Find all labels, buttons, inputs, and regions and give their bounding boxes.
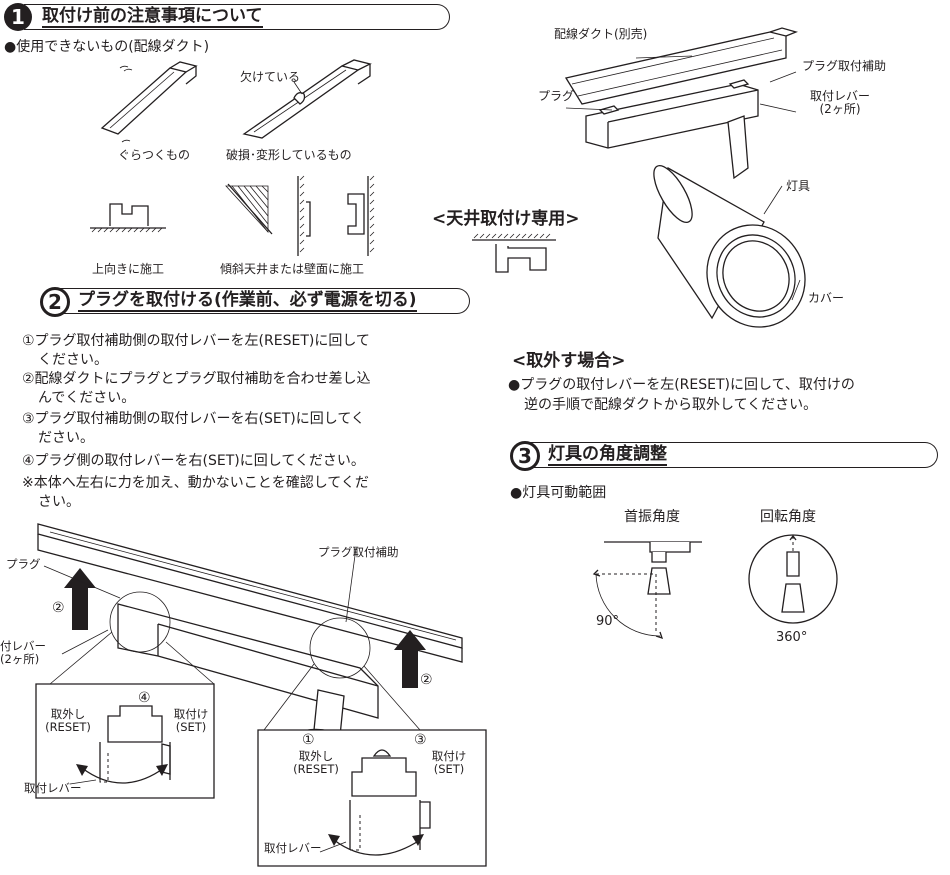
section2-header-frame xyxy=(60,288,470,314)
left-detail-remove: 取外し (RESET) xyxy=(38,708,98,734)
section1-number: 1 xyxy=(4,3,32,31)
duct-label: 配線ダクト(別売) xyxy=(554,27,648,41)
left-detail-reset-text: (RESET) xyxy=(45,720,91,734)
left-detail-lever: 取付レバー xyxy=(24,781,82,795)
plug-label-top: プラグ xyxy=(538,89,575,103)
slanted-install-figure xyxy=(222,172,382,258)
left-detail-step4: ④ xyxy=(138,690,151,706)
section1-header: 1 取付け前の注意事項について xyxy=(4,2,450,32)
step2-marker-right: ② xyxy=(420,672,433,688)
plug-aid-label-fig2: プラグ取付補助 xyxy=(318,545,399,559)
damaged-caption: 破損･変形しているもの xyxy=(226,148,352,162)
right-detail-remove-text: 取外し xyxy=(298,749,334,763)
notch-label: 欠けている xyxy=(240,70,301,84)
fixture-label: 灯具 xyxy=(786,179,811,193)
step-3-line1: ③プラグ取付補助側の取付レバーを右(SET)に回してく xyxy=(22,411,365,427)
section3-header-frame xyxy=(530,442,938,468)
left-detail-remove-text: 取外し xyxy=(50,707,86,721)
tilt-angle-label: 首振角度 xyxy=(624,509,680,525)
ceiling-install-figure xyxy=(470,232,560,278)
plug-label-fig2: プラグ xyxy=(6,557,41,571)
tilt-angle-value: 90° xyxy=(596,614,620,629)
right-detail-remove: 取外し (RESET) xyxy=(286,750,346,776)
damaged-duct-figure xyxy=(242,58,392,140)
section2-title: プラグを取付ける(作業前、必ず電源を切る) xyxy=(78,290,417,312)
section2-number: 2 xyxy=(40,287,70,317)
removal-line2: 逆の手順で配線ダクトから取外してください。 xyxy=(524,397,818,413)
left-detail-attach: 取付け (SET) xyxy=(166,708,216,734)
rotate-angle-value: 360° xyxy=(776,630,808,645)
lever-side-text: 付レバー xyxy=(0,639,46,653)
removal-title: <取外す場合> xyxy=(512,351,626,371)
section1-subtitle: ●使用できないもの(配線ダクト) xyxy=(4,39,210,55)
upward-install-figure xyxy=(88,198,168,238)
step-1-line1: ①プラグ取付補助側の取付レバーを左(RESET)に回して xyxy=(22,333,370,349)
step2-marker-left: ② xyxy=(52,600,65,616)
left-detail-set-text: (SET) xyxy=(175,720,207,734)
section3-title: 灯具の角度調整 xyxy=(548,444,667,466)
step-5-line2: さい。 xyxy=(38,494,80,510)
fixture-main-figure xyxy=(560,18,810,328)
rotate-angle-label: 回転角度 xyxy=(760,509,816,525)
lever-count: (2ヶ所) xyxy=(819,102,861,116)
step-5-line1: ※本体へ左右に力を加え、動かないことを確認してくだ xyxy=(22,475,369,491)
step-4-line1: ④プラグ側の取付レバーを右(SET)に回してください。 xyxy=(22,453,365,469)
step-5: ※本体へ左右に力を加え、動かないことを確認してくだ さい。 xyxy=(22,474,462,512)
step-2-line2: んでください。 xyxy=(38,390,136,406)
lever-side-count: (2ヶ所) xyxy=(0,652,40,666)
section3-number: 3 xyxy=(510,441,540,471)
section2-header: 2 プラグを取付ける(作業前、必ず電源を切る) xyxy=(40,286,470,317)
wobbly-duct-figure xyxy=(100,58,200,140)
right-detail-set-text: (SET) xyxy=(433,762,465,776)
upward-caption: 上向きに施工 xyxy=(92,262,165,276)
step-2-line1: ②配線ダクトにプラグとプラグ取付補助を合わせ差し込 xyxy=(22,371,371,387)
step-3: ③プラグ取付補助側の取付レバーを右(SET)に回してく ださい。 xyxy=(22,410,462,448)
section1-title: 取付け前の注意事項について xyxy=(42,6,263,28)
step-4: ④プラグ側の取付レバーを右(SET)に回してください。 xyxy=(22,452,462,471)
lever-label-top: 取付レバー (2ヶ所) xyxy=(800,90,880,116)
ceiling-only-label: <天井取付け専用> xyxy=(432,209,580,229)
section3-subtitle: ●灯具可動範囲 xyxy=(510,485,607,501)
right-detail-lever: 取付レバー xyxy=(264,841,322,855)
removal-line1: ●プラグの取付レバーを左(RESET)に回して、取付けの xyxy=(508,377,855,393)
step-1-line2: ください。 xyxy=(38,352,108,368)
right-detail-attach: 取付け (SET) xyxy=(424,750,474,776)
section1-header-frame xyxy=(24,4,450,30)
cover-label: カバー xyxy=(808,291,845,305)
right-detail-attach-text: 取付け xyxy=(431,749,467,763)
right-detail-step1: ① xyxy=(302,732,315,748)
wobbly-caption: ぐらつくもの xyxy=(118,148,191,162)
installation-figure xyxy=(0,520,470,870)
lever-label-fig2: 付レバー (2ヶ所) xyxy=(0,640,46,666)
slanted-caption: 傾斜天井または壁面に施工 xyxy=(220,262,365,276)
section3-header: 3 灯具の角度調整 xyxy=(510,440,938,471)
step-2: ②配線ダクトにプラグとプラグ取付補助を合わせ差し込 んでください。 xyxy=(22,370,462,408)
step-3-line2: ださい。 xyxy=(38,430,94,446)
right-detail-reset-text: (RESET) xyxy=(293,762,339,776)
step-1: ①プラグ取付補助側の取付レバーを左(RESET)に回して ください。 xyxy=(22,332,462,370)
rotate-angle-figure xyxy=(746,532,840,626)
plug-aid-label-top: プラグ取付補助 xyxy=(802,59,887,73)
right-detail-step3: ③ xyxy=(414,732,427,748)
tilt-angle-figure xyxy=(590,534,710,644)
lever-text: 取付レバー xyxy=(809,89,870,103)
left-detail-attach-text: 取付け xyxy=(173,707,209,721)
